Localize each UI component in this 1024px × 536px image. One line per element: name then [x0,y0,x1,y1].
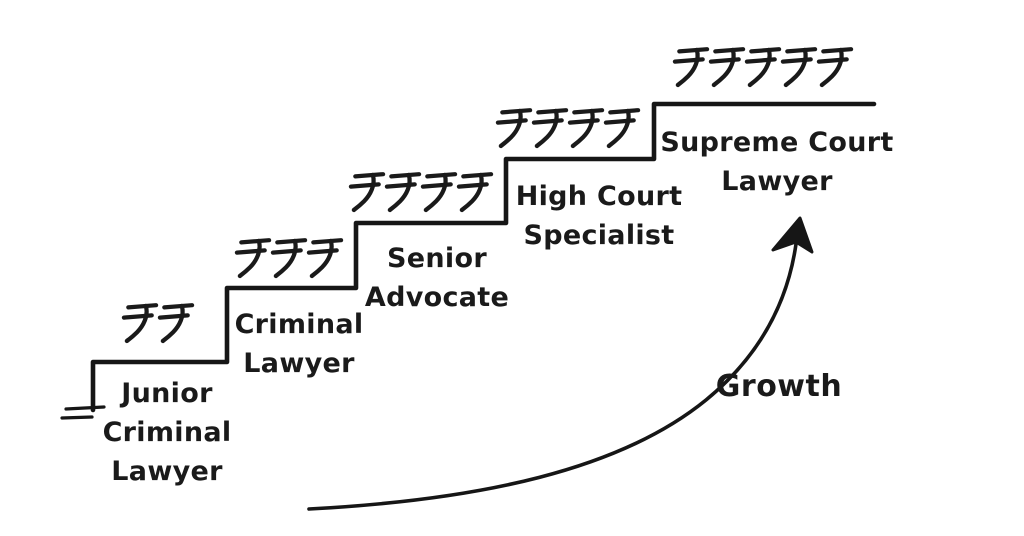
rupee-icon [121,303,159,344]
rupee-icon [306,238,344,279]
rupee-icon [708,47,746,88]
step-label-line: Senior [387,243,487,274]
rupee-icon [348,172,386,213]
rupee-icon [780,47,818,88]
step-label-line: Specialist [523,220,675,251]
stair-outline [90,101,877,413]
rupee-row-supreme-court-lawyer [672,42,854,90]
rupee-icon [420,172,458,213]
rupee-icon [495,108,533,149]
rupee-row-junior-criminal-lawyer [121,298,195,346]
step-label-line: Lawyer [721,166,833,197]
step-label-criminal-lawyer: Criminal Lawyer [235,305,364,383]
step-label-high-court-specialist: High Court Specialist [516,177,683,255]
rupee-row-senior-advocate [348,167,494,215]
growth-label: Growth [715,369,843,404]
rupee-icon [234,238,272,279]
step-label-line: Supreme Court [660,127,894,158]
step-label-junior-criminal-lawyer: Junior Criminal Lawyer [103,374,232,491]
step-label-line: Lawyer [243,348,355,379]
step-label-line: Advocate [364,282,510,313]
rupee-icon [603,108,641,149]
rupee-icon [816,47,854,88]
step-label-line: Criminal [234,309,364,340]
step-label-line: Lawyer [111,456,223,487]
rupee-icon [384,172,422,213]
growth-arrow [307,242,798,511]
rupee-row-criminal-lawyer [234,233,344,281]
step-label-line: Junior [121,378,213,409]
step-label-line: Criminal [102,417,232,448]
growth-arrowhead [771,216,814,254]
rupee-icon [567,108,605,149]
rupee-icon [531,108,569,149]
ground-mark [60,405,106,420]
rupee-row-high-court-specialist [495,103,641,151]
step-label-senior-advocate: Senior Advocate [365,239,509,317]
rupee-icon [456,172,494,213]
step-label-supreme-court-lawyer: Supreme Court Lawyer [660,123,893,201]
rupee-icon [157,303,195,344]
rupee-icon [270,238,308,279]
step-label-line: High Court [515,181,683,212]
rupee-icon [672,47,710,88]
rupee-icon [744,47,782,88]
